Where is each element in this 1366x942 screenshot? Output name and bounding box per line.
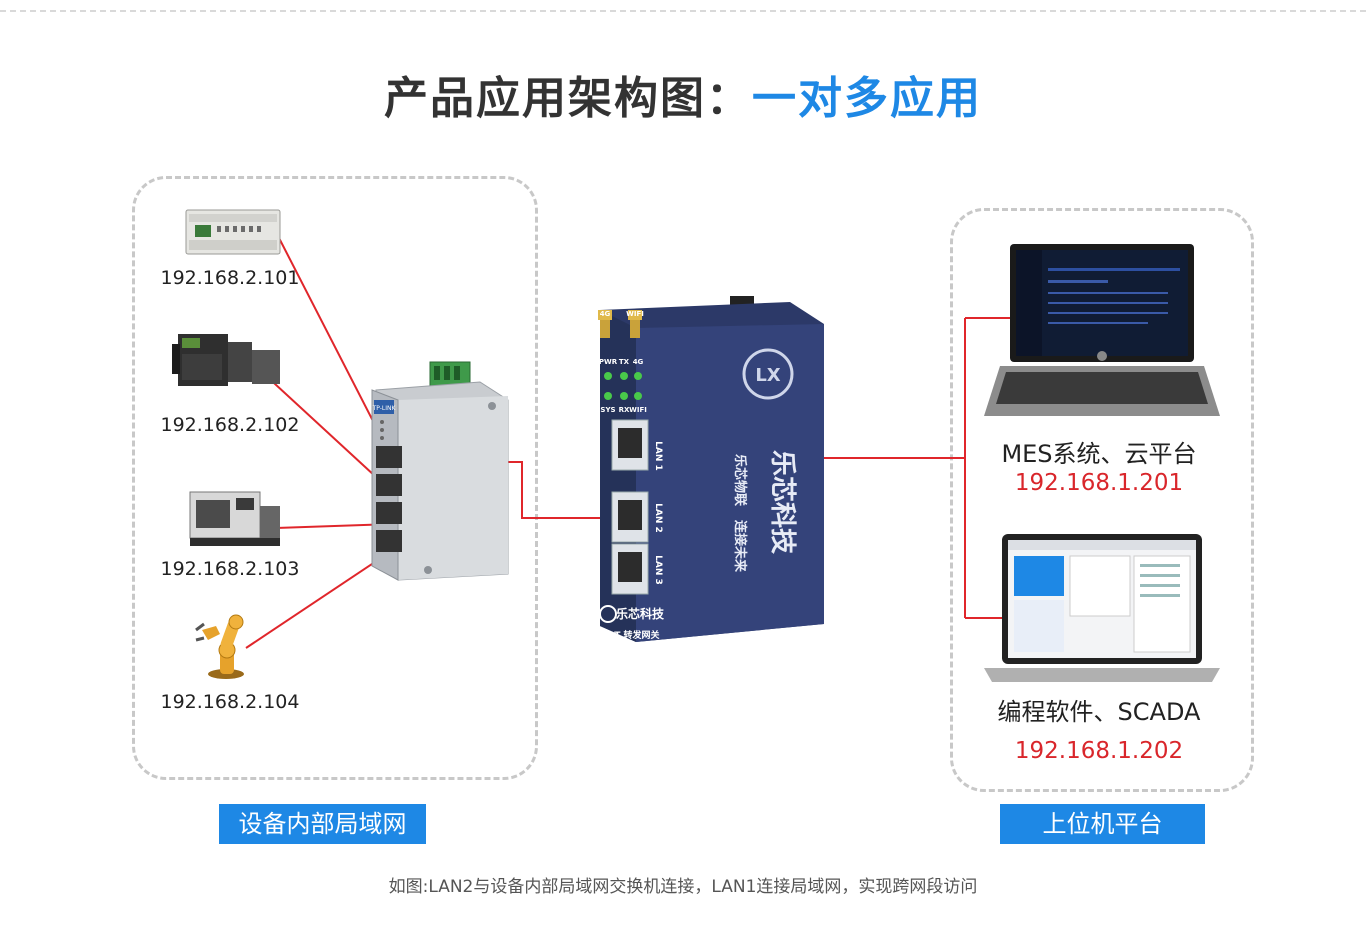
page-title: 产品应用架构图：一对多应用 xyxy=(0,62,1366,126)
robot-arm-icon xyxy=(195,614,244,679)
svg-text:LAN 3: LAN 3 xyxy=(653,555,663,585)
antenna-wifi-icon xyxy=(628,310,642,338)
laptop-mes-icon xyxy=(984,244,1220,416)
gateway-brand: 乐芯科技 xyxy=(767,450,797,554)
svg-text:TX: TX xyxy=(619,358,630,366)
top-divider xyxy=(0,10,1366,12)
svg-text:LX: LX xyxy=(755,365,780,386)
local-network-tag: 设备内部局域网 xyxy=(219,804,426,844)
gateway-slogan-2: 连接未来 xyxy=(732,520,748,573)
svg-text:LAN 1: LAN 1 xyxy=(653,441,663,471)
switch-brand: TP-LINK xyxy=(372,405,397,412)
svg-text:4G: 4G xyxy=(600,310,611,318)
svg-text:RX: RX xyxy=(619,406,630,414)
nat-gateway: 4G WIFI PWR TX 4G SYS RX WIFI LAN 1 LAN … xyxy=(598,296,824,642)
svg-text:WIFI: WIFI xyxy=(629,406,647,414)
device-2-ip: 192.168.2.102 xyxy=(160,414,300,436)
ethernet-switch: TP-LINK xyxy=(371,361,509,581)
host-platform-zone xyxy=(950,208,1254,792)
svg-text:PWR: PWR xyxy=(599,358,618,366)
gateway-slogan-1: 乐芯物联 xyxy=(732,454,748,506)
gateway-logo-text: 乐芯科技 xyxy=(616,606,665,621)
device-4-ip: 192.168.2.104 xyxy=(160,691,300,713)
platform-1-label: MES系统、云平台 xyxy=(1001,440,1197,468)
gateway-model: NAT 转发网关 xyxy=(600,629,659,641)
wire-device-2 xyxy=(261,371,389,489)
laptop-scada-icon xyxy=(984,534,1220,682)
diagram-caption: 如图:LAN2与设备内部局域网交换机连接，LAN1连接局域网，实现跨网段访问 xyxy=(388,877,978,897)
svg-text:WIFI: WIFI xyxy=(626,310,644,318)
plc-module-icon xyxy=(172,334,280,386)
svg-text:LAN 2: LAN 2 xyxy=(653,503,663,533)
local-network-zone xyxy=(132,176,538,780)
device-3-ip: 192.168.2.103 xyxy=(160,558,300,580)
platform-1-ip: 192.168.1.201 xyxy=(1014,470,1184,496)
wire-device-4 xyxy=(245,551,391,649)
brand-logo-icon: LX xyxy=(742,348,794,400)
status-leds xyxy=(604,372,642,400)
host-platform-tag: 上位机平台 xyxy=(1000,804,1205,844)
cnc-machine-icon xyxy=(189,491,280,546)
svg-text:SYS: SYS xyxy=(600,406,615,414)
title-accent: 一对多应用 xyxy=(752,73,982,124)
title-main: 产品应用架构图： xyxy=(384,73,752,124)
svg-text:4G: 4G xyxy=(633,358,644,366)
lan-ports xyxy=(611,419,649,595)
platform-2-ip: 192.168.1.202 xyxy=(1014,738,1184,764)
device-1-ip: 192.168.2.101 xyxy=(160,267,300,289)
antenna-4g-icon xyxy=(598,310,612,338)
plc-icon xyxy=(185,209,281,255)
platform-2-label: 编程软件、SCADA xyxy=(997,698,1201,726)
